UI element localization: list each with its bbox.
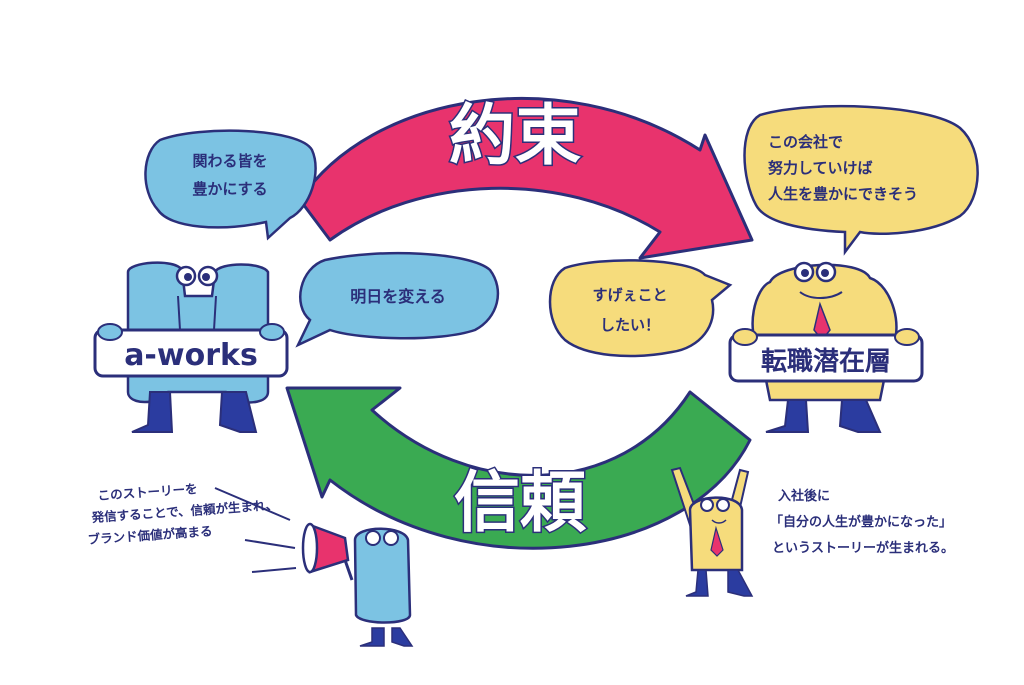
sign-board-left xyxy=(93,328,289,378)
sound-line-2 xyxy=(244,539,296,549)
note-bottom-right-line-3: というストーリーが生まれる。 xyxy=(772,540,954,556)
bubble-top-right: この会社で 努力していけば 人生を豊かにできそう xyxy=(743,104,979,256)
bubble-top-left-line-1: 関わる皆を xyxy=(192,152,267,170)
character-cheering xyxy=(670,466,754,597)
bubble-top-right-line-2: 努力していけば xyxy=(768,159,873,177)
bubble-top-right-line-1: この会社で xyxy=(768,133,843,151)
bubble-top-left: 関わる皆を 豊かにする xyxy=(144,129,317,241)
note-bottom-left-line-3: ブランド価値が高まる xyxy=(87,523,213,547)
sign-board-right xyxy=(728,333,924,383)
arrow-label-promise: 約束 xyxy=(449,97,581,174)
character-job-seeker: 転職潜在層 xyxy=(728,261,924,433)
bubble-mid-left-text: 明日を変える xyxy=(350,287,446,306)
note-bottom-left-line-1: このストーリーを xyxy=(97,481,198,503)
note-bottom-right: 入社後に 「自分の人生が豊かになった」 というストーリーが生まれる。 xyxy=(770,488,954,556)
note-bottom-right-line-1: 入社後に xyxy=(778,488,830,504)
sound-line-1 xyxy=(214,487,291,521)
bubble-mid-right-line-1: すげぇこと xyxy=(592,286,667,304)
bubble-top-right-line-3: 人生を豊かにできそう xyxy=(768,185,918,203)
bubble-mid-right: すげぇこと したい！ xyxy=(548,259,733,358)
note-bottom-left: このストーリーを 発信することで、信頼が生まれ、 ブランド価値が高まる xyxy=(87,481,278,547)
bubble-top-left-line-2: 豊かにする xyxy=(192,180,267,198)
character-megaphone xyxy=(301,522,414,647)
character-a-works: a-works xyxy=(93,261,289,433)
arrow-label-trust: 信頼 xyxy=(454,464,587,541)
note-bottom-right-line-2: 「自分の人生が豊かになった」 xyxy=(770,514,952,530)
bubble-mid-left: 明日を変える xyxy=(295,251,500,348)
sign-a-works: a-works xyxy=(124,338,258,373)
red-arrow xyxy=(298,96,754,260)
green-arrow xyxy=(285,386,752,550)
sound-line-3 xyxy=(251,567,297,573)
bubble-mid-right-line-2: したい！ xyxy=(600,316,660,334)
sign-job-seeker: 転職潜在層 xyxy=(761,347,891,377)
